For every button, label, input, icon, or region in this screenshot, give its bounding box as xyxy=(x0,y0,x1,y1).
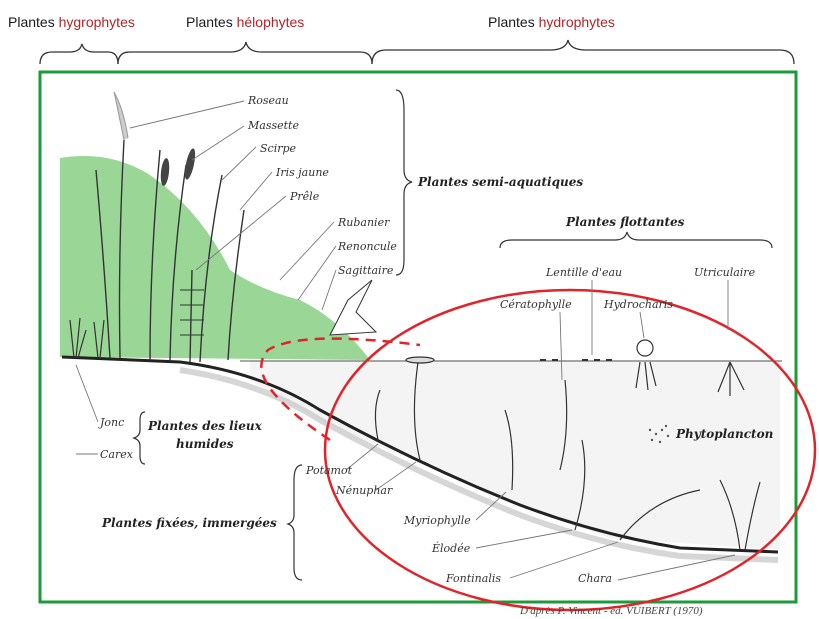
leader-roseau xyxy=(130,101,244,128)
group-wetland-line1: Plantes des lieux xyxy=(147,419,263,433)
massette-head-2 xyxy=(160,158,171,187)
plankton-dot-7 xyxy=(665,425,667,427)
brace-hydrophytes xyxy=(372,40,794,64)
leader-rubanier xyxy=(280,222,334,280)
brace-submerged xyxy=(288,465,302,580)
label-sagittaire: Sagittaire xyxy=(338,264,394,277)
leader-elodee xyxy=(476,530,572,548)
roseau-plume xyxy=(114,92,128,140)
group-semi-aquatic: Plantes semi-aquatiques xyxy=(417,175,583,189)
label-lentille: Lentille d'eau xyxy=(545,266,622,279)
label-elodee: Élodée xyxy=(431,541,471,555)
label-jonc: Jonc xyxy=(98,416,124,429)
duckweed-3 xyxy=(582,359,588,361)
label-rubanier: Rubanier xyxy=(337,216,390,229)
label-nenuphar: Nénuphar xyxy=(335,484,393,497)
leader-prele xyxy=(196,196,286,270)
leader-hydrocharis xyxy=(640,312,644,338)
plankton-dot-2 xyxy=(655,433,657,435)
brace-wetland xyxy=(134,412,145,464)
leader-iris xyxy=(240,172,272,210)
group-floating: Plantes flottantes xyxy=(565,215,685,229)
header-braces xyxy=(40,40,794,64)
wet-meadow-hill xyxy=(60,156,370,360)
label-chara: Chara xyxy=(578,572,612,585)
brace-semi-aquatic xyxy=(396,90,412,275)
label-roseau: Roseau xyxy=(247,94,289,107)
duckweed-4 xyxy=(594,359,600,361)
label-renoncule: Renoncule xyxy=(337,240,397,253)
source-credit: D'après P. Vincent - éd. VUIBERT (1970) xyxy=(519,605,703,617)
plankton-dot-4 xyxy=(667,435,669,437)
label-myriophylle: Myriophylle xyxy=(403,514,471,527)
label-potamot: Potamot xyxy=(305,464,353,477)
leader-jonc xyxy=(76,365,98,422)
leader-chara xyxy=(618,555,735,580)
duckweed-1 xyxy=(540,359,546,361)
group-wetland-line2: humides xyxy=(176,437,234,451)
label-massette: Massette xyxy=(247,119,299,132)
label-carex: Carex xyxy=(100,448,134,461)
label-ceratophylle: Cératophylle xyxy=(500,298,572,311)
hydrocharis-leaf xyxy=(637,340,653,356)
cattail-heads xyxy=(160,148,198,187)
plankton-dot-6 xyxy=(659,441,661,443)
brace-hygrophytes xyxy=(40,44,118,64)
sagittaire-leaf xyxy=(330,280,376,335)
label-prele: Prêle xyxy=(289,190,320,203)
plankton-dot-1 xyxy=(649,429,651,431)
nenuphar-pad xyxy=(406,357,434,363)
water-body xyxy=(250,360,780,550)
plankton-dot-3 xyxy=(661,429,663,431)
leader-scirpe xyxy=(222,147,256,180)
brace-floating xyxy=(500,232,772,248)
duckweed-2 xyxy=(552,359,558,361)
label-hydrocharis: Hydrocharis xyxy=(603,298,673,311)
group-phytoplankton: Phytoplancton xyxy=(675,427,773,441)
brace-helophytes xyxy=(118,42,372,64)
label-iris: Iris jaune xyxy=(275,166,329,179)
label-utriculaire: Utriculaire xyxy=(694,266,756,279)
leader-massette xyxy=(192,126,244,160)
label-fontinalis: Fontinalis xyxy=(445,572,501,585)
group-submerged: Plantes fixées, immergées xyxy=(101,516,277,530)
label-scirpe: Scirpe xyxy=(260,142,297,155)
plankton-dot-5 xyxy=(651,439,653,441)
duckweed-5 xyxy=(606,359,612,361)
leader-sagittaire xyxy=(322,270,336,310)
